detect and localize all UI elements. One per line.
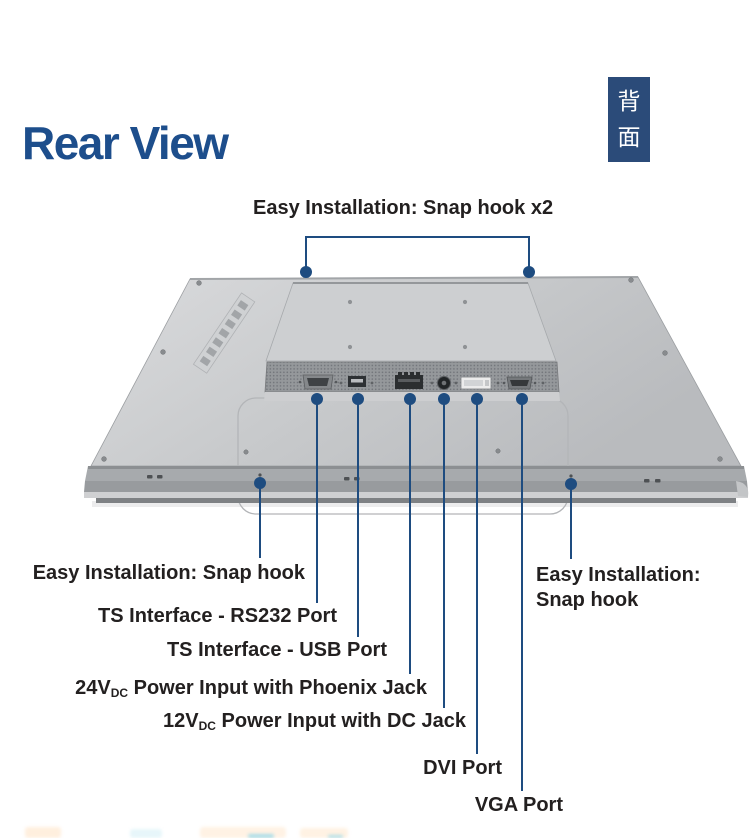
label-right-snap-line2: Snap hook bbox=[536, 589, 639, 611]
callout-dot-usb bbox=[352, 393, 364, 405]
label-24v-rest: Power Input with Phoenix Jack bbox=[128, 677, 427, 699]
label-12v-prefix: 12V bbox=[163, 710, 199, 732]
label-right-snap-hook: Easy Installation: Snap hook bbox=[536, 563, 701, 613]
io-strip-screws bbox=[339, 381, 545, 385]
callout-dot-top-right-snap bbox=[523, 266, 535, 278]
page-title: Rear View bbox=[22, 117, 229, 169]
callout-bracket-horizontal bbox=[305, 236, 530, 238]
callout-dot-phoenix bbox=[404, 393, 416, 405]
side-tab-char-1: 背 bbox=[617, 88, 641, 114]
side-tab-char-2: 面 bbox=[617, 124, 641, 150]
callout-dot-top-left-snap bbox=[300, 266, 312, 278]
callout-dot-right-snap bbox=[565, 478, 577, 490]
callout-dot-dc-jack bbox=[438, 393, 450, 405]
label-dvi-port: DVI Port bbox=[423, 757, 502, 779]
vga-port-graphic bbox=[502, 376, 537, 390]
cover-screws bbox=[101, 277, 723, 462]
dvi-port-graphic bbox=[460, 376, 492, 390]
label-usb-port: TS Interface - USB Port bbox=[166, 639, 387, 661]
label-24v-subscript: DC bbox=[110, 686, 129, 700]
band-slots bbox=[147, 473, 661, 483]
phoenix-jack-graphic bbox=[395, 372, 423, 389]
label-vga-port: VGA Port bbox=[474, 794, 563, 816]
center-module bbox=[265, 282, 557, 362]
callout-line-left-snap bbox=[259, 488, 261, 558]
vent-strip bbox=[192, 292, 256, 374]
callout-line-usb bbox=[357, 404, 359, 637]
callout-dot-left-snap bbox=[254, 477, 266, 489]
bottom-band bbox=[84, 466, 749, 503]
label-24v-power: 24VDC Power Input with Phoenix Jack bbox=[75, 677, 427, 700]
label-12v-power: 12VDC Power Input with DC Jack bbox=[163, 710, 466, 733]
usb-port-graphic bbox=[348, 376, 366, 387]
callout-line-right-snap bbox=[570, 489, 572, 559]
label-left-snap-hook: Easy Installation: Snap hook bbox=[32, 562, 305, 584]
device-shadow bbox=[92, 501, 738, 507]
dc-jack-graphic bbox=[437, 376, 451, 390]
label-12v-subscript: DC bbox=[198, 719, 216, 733]
label-24v-prefix: 24V bbox=[75, 677, 111, 699]
callout-dot-rs232 bbox=[311, 393, 323, 405]
callout-line-phoenix bbox=[409, 404, 411, 674]
rs232-port-graphic bbox=[298, 374, 338, 390]
callout-line-dvi bbox=[476, 404, 478, 754]
callout-line-dc-jack bbox=[443, 404, 445, 708]
callout-line-vga bbox=[521, 404, 523, 791]
callout-dot-dvi bbox=[471, 393, 483, 405]
callout-bracket-right bbox=[528, 236, 530, 268]
label-top-snap-hooks: Easy Installation: Snap hook x2 bbox=[253, 197, 554, 219]
label-12v-rest: Power Input with DC Jack bbox=[215, 710, 467, 732]
callout-line-rs232 bbox=[316, 404, 318, 603]
callout-bracket-left bbox=[305, 236, 307, 268]
label-right-snap-line1: Easy Installation: bbox=[536, 564, 701, 586]
callout-dot-vga bbox=[516, 393, 528, 405]
side-tab-rear-view: 背 面 bbox=[608, 77, 650, 162]
label-rs232-port: TS Interface - RS232 Port bbox=[98, 605, 337, 627]
